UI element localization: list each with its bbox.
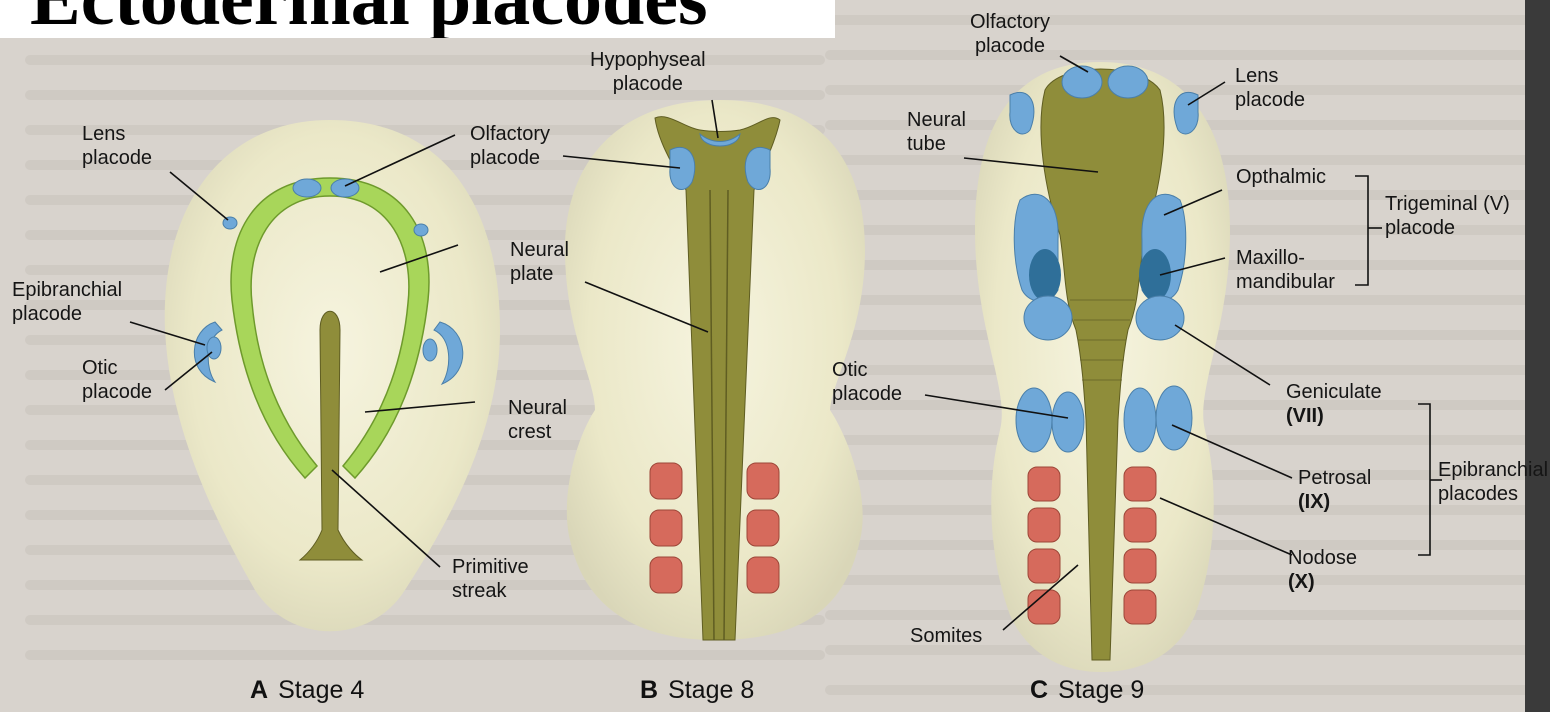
- label-epibranchial-placodes: Epibranchial placodes: [1438, 458, 1548, 506]
- label-line: Otic: [82, 356, 152, 380]
- label-olfactory-placode-c: Olfactory placode: [970, 10, 1050, 58]
- label-petrosal: Petrosal (IX): [1298, 466, 1371, 514]
- olfactory-placode-b-left: [670, 147, 695, 189]
- otic-placode-a-left: [207, 337, 221, 359]
- olfactory-placode-c-left: [1062, 66, 1102, 98]
- maxillo-mandibular-c-left: [1029, 249, 1061, 301]
- maxillo-mandibular-c-right: [1139, 249, 1171, 301]
- label-nodose: Nodose (X): [1288, 546, 1357, 594]
- otic-placode-c-right: [1156, 386, 1192, 450]
- geniculate-placode-c-left: [1024, 296, 1072, 340]
- label-otic-placode-a: Otic placode: [82, 356, 152, 404]
- label-line: Neural: [508, 396, 567, 420]
- label-lens-placode-a: Lens placode: [82, 122, 152, 170]
- label-line: plate: [510, 262, 569, 286]
- petrosal-placode-c-right: [1124, 388, 1156, 452]
- label-somites: Somites: [910, 624, 982, 648]
- label-neural-plate: Neural plate: [510, 238, 569, 286]
- panel-stage: Stage 8: [668, 676, 754, 704]
- otic-placode-a-right: [423, 339, 437, 361]
- label-line: placode: [1385, 216, 1510, 240]
- label-hypophyseal-placode: Hypophyseal placode: [590, 48, 706, 96]
- label-line: placode: [12, 302, 122, 326]
- label-line: placode: [1235, 88, 1305, 112]
- olfactory-placode-a-left: [293, 179, 321, 197]
- label-lens-placode-c: Lens placode: [1235, 64, 1305, 112]
- label-line: Nodose: [1288, 546, 1357, 570]
- panel-b-stage-8-embryo: [565, 100, 865, 640]
- label-line: Lens: [1235, 64, 1305, 88]
- label-line: placodes: [1438, 482, 1548, 506]
- label-line: placode: [82, 146, 152, 170]
- label-opthalmic: Opthalmic: [1236, 165, 1326, 189]
- page-edge-shadow: [1525, 0, 1550, 712]
- label-trigeminal-placode: Trigeminal (V) placode: [1385, 192, 1510, 240]
- panel-letter: C: [1030, 676, 1048, 704]
- label-olfactory-placode-a: Olfactory placode: [470, 122, 550, 170]
- panel-letter: A: [250, 676, 268, 704]
- label-line: placode: [470, 146, 550, 170]
- panel-stage: Stage 9: [1058, 676, 1144, 704]
- petrosal-placode-c-left: [1052, 392, 1084, 452]
- label-line: Geniculate: [1286, 380, 1382, 404]
- lens-placode-c-right: [1174, 92, 1198, 134]
- label-line: Somites: [910, 624, 982, 648]
- label-line: Otic: [832, 358, 902, 382]
- label-line: Primitive: [452, 555, 529, 579]
- label-line: placode: [970, 34, 1050, 58]
- label-line: crest: [508, 420, 567, 444]
- label-line: placode: [832, 382, 902, 406]
- label-line: placode: [590, 72, 706, 96]
- label-line: Olfactory: [970, 10, 1050, 34]
- caption-panel-c: C Stage 9: [1030, 676, 1144, 705]
- label-line: Neural: [907, 108, 966, 132]
- label-line: Trigeminal (V): [1385, 192, 1510, 216]
- label-line: tube: [907, 132, 966, 156]
- label-line: Epibranchial: [12, 278, 122, 302]
- label-line: streak: [452, 579, 529, 603]
- label-otic-placode-c: Otic placode: [832, 358, 902, 406]
- lens-placode-a-left: [223, 217, 237, 229]
- caption-panel-a: A Stage 4: [250, 676, 364, 705]
- label-neural-tube: Neural tube: [907, 108, 966, 156]
- label-line: Neural: [510, 238, 569, 262]
- label-line: Opthalmic: [1236, 165, 1326, 189]
- label-primitive-streak: Primitive streak: [452, 555, 529, 603]
- panel-c-stage-9-embryo: [975, 62, 1230, 672]
- label-maxillo-mandibular: Maxillo- mandibular: [1236, 246, 1335, 294]
- caption-panel-b: B Stage 8: [640, 676, 754, 705]
- olfactory-placode-c-right: [1108, 66, 1148, 98]
- otic-placode-c-left: [1016, 388, 1052, 452]
- label-line: (X): [1288, 570, 1357, 594]
- label-line: Epibranchial: [1438, 458, 1548, 482]
- label-line: (IX): [1298, 490, 1371, 514]
- label-line: mandibular: [1236, 270, 1335, 294]
- label-epibranchial-placode-a: Epibranchial placode: [12, 278, 122, 326]
- lens-placode-c-left: [1010, 92, 1034, 134]
- label-line: (VII): [1286, 404, 1382, 428]
- label-line: Lens: [82, 122, 152, 146]
- panel-stage: Stage 4: [278, 676, 364, 704]
- olfactory-placode-b-right: [745, 147, 770, 189]
- panel-letter: B: [640, 676, 658, 704]
- figure-title: Ectodermal placodes: [30, 0, 708, 38]
- label-geniculate: Geniculate (VII): [1286, 380, 1382, 428]
- label-line: Petrosal: [1298, 466, 1371, 490]
- geniculate-placode-c-right: [1136, 296, 1184, 340]
- label-line: placode: [82, 380, 152, 404]
- lens-placode-a-right: [414, 224, 428, 236]
- label-line: Olfactory: [470, 122, 550, 146]
- label-line: Hypophyseal: [590, 48, 706, 72]
- label-line: Maxillo-: [1236, 246, 1335, 270]
- label-neural-crest: Neural crest: [508, 396, 567, 444]
- figure-title-banner: Ectodermal placodes: [0, 0, 835, 38]
